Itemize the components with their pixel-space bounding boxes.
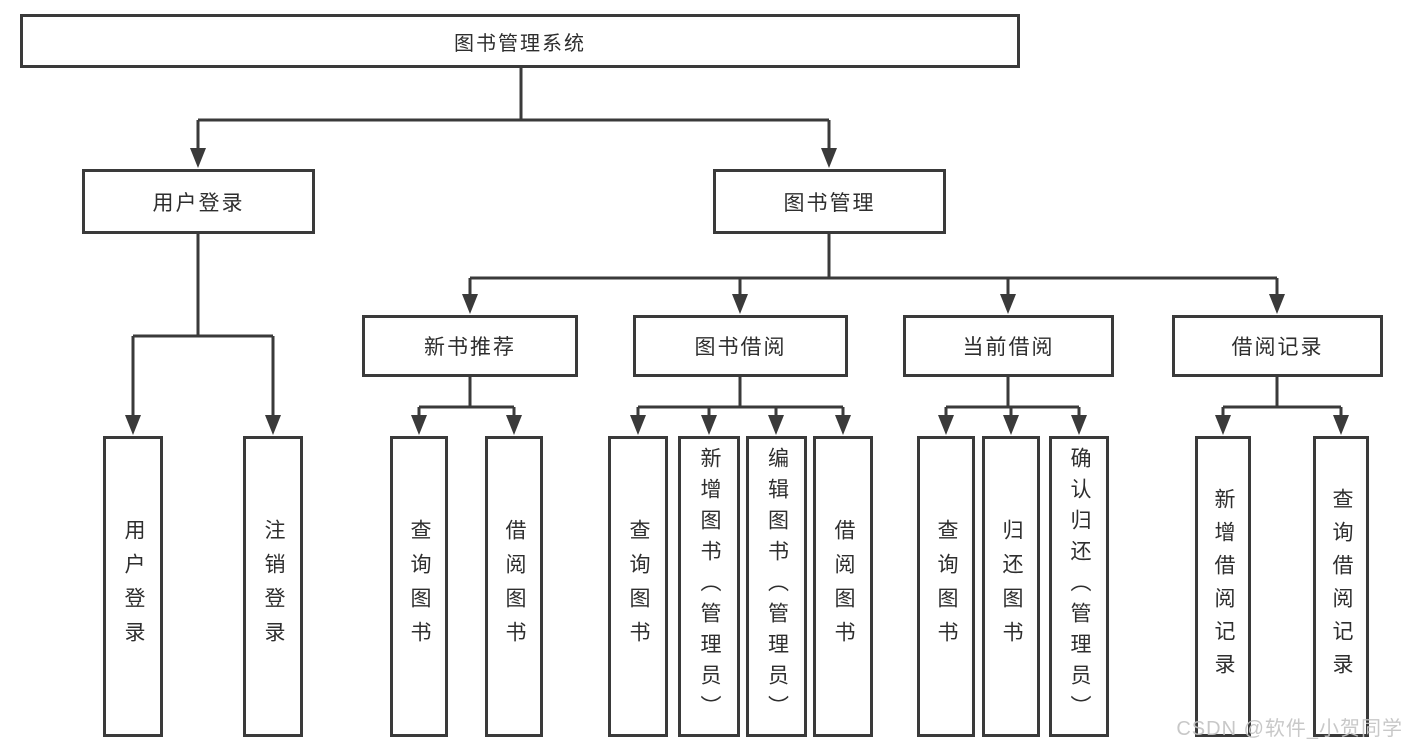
leaf-add-book-admin: 新增图书（管理员） xyxy=(678,436,740,737)
node-new-book-recommendation: 新书推荐 xyxy=(362,315,578,377)
node-book-borrowing: 图书借阅 xyxy=(633,315,848,377)
leaf-add-borrowing-record: 新增借阅记录 xyxy=(1195,436,1251,737)
leaf-query-books-borrowing: 查询图书 xyxy=(608,436,668,737)
node-borrowing-records: 借阅记录 xyxy=(1172,315,1383,377)
connector-lines xyxy=(131,67,1343,417)
csdn-watermark: CSDN @软件_小贺同学 xyxy=(1176,718,1403,740)
node-user-login-branch: 用户登录 xyxy=(82,169,315,234)
node-root-system: 图书管理系统 xyxy=(20,14,1020,68)
leaf-borrow-books-borrowing: 借阅图书 xyxy=(813,436,873,737)
leaf-edit-book-admin: 编辑图书（管理员） xyxy=(746,436,807,737)
leaf-query-borrowing-record: 查询借阅记录 xyxy=(1313,436,1369,737)
node-book-management-branch: 图书管理 xyxy=(713,169,946,234)
leaf-query-books-recommendation: 查询图书 xyxy=(390,436,448,737)
leaf-borrow-books-recommendation: 借阅图书 xyxy=(485,436,543,737)
leaf-query-books-current: 查询图书 xyxy=(917,436,975,737)
leaf-confirm-return-admin: 确认归还（管理员） xyxy=(1049,436,1109,737)
node-current-borrowing: 当前借阅 xyxy=(903,315,1114,377)
leaf-user-login: 用户登录 xyxy=(103,436,163,737)
leaf-return-books: 归还图书 xyxy=(982,436,1040,737)
leaf-logout: 注销登录 xyxy=(243,436,303,737)
